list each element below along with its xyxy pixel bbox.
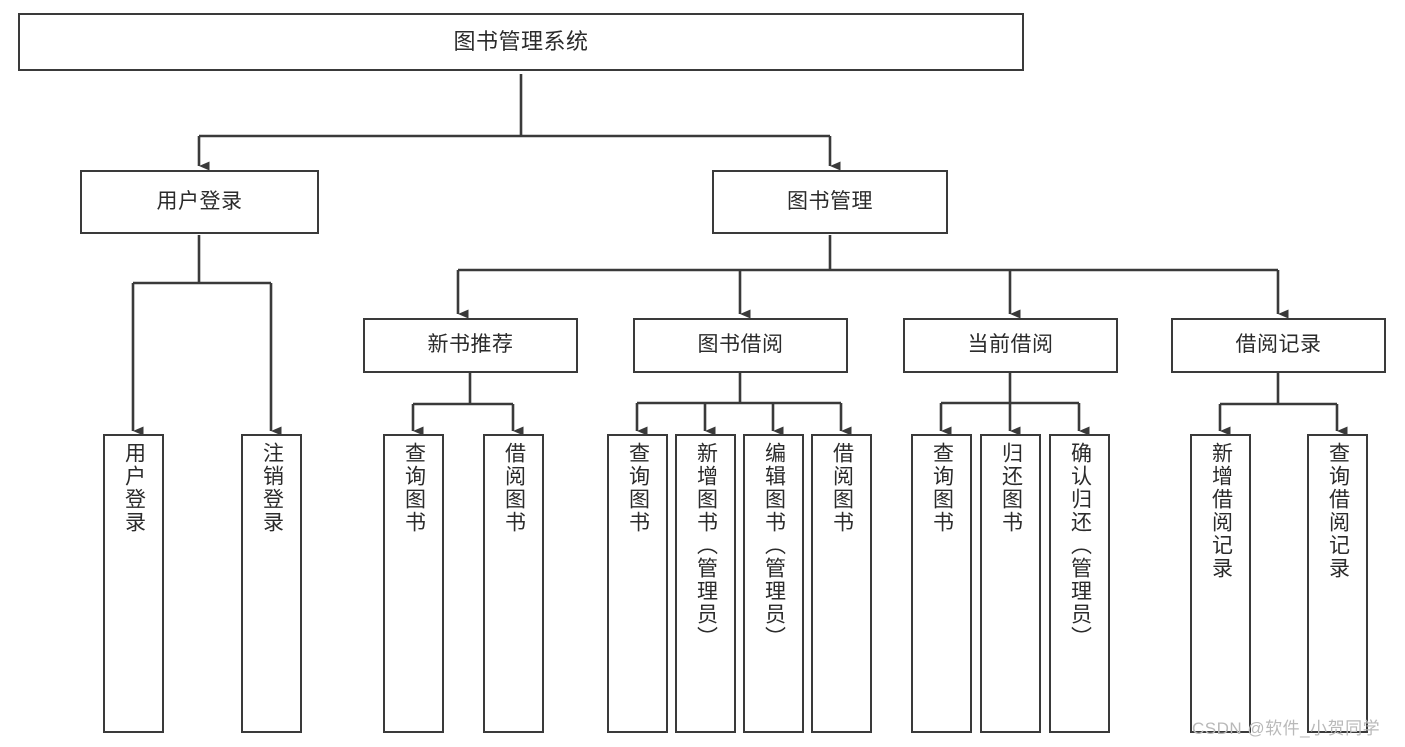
node-book-borrow[interactable]: 图书借阅: [633, 318, 848, 373]
leaf-query-book-recommend[interactable]: 查询图书: [383, 434, 444, 733]
leaf-add-book-admin[interactable]: 新增图书（管理员）: [675, 434, 736, 733]
node-label: 归还图书: [999, 442, 1023, 534]
node-current-borrow[interactable]: 当前借阅: [903, 318, 1118, 373]
leaf-query-borrow-record[interactable]: 查询借阅记录: [1307, 434, 1368, 733]
node-label: 查询图书: [626, 442, 650, 534]
node-label: 查询借阅记录: [1326, 442, 1350, 580]
leaf-borrow-book-recommend[interactable]: 借阅图书: [483, 434, 544, 733]
leaf-confirm-return-admin[interactable]: 确认归还（管理员）: [1049, 434, 1110, 733]
node-label: 编辑图书（管理员）: [762, 442, 786, 649]
node-label: 当前借阅: [967, 333, 1054, 357]
node-borrow-record[interactable]: 借阅记录: [1171, 318, 1386, 373]
node-new-book-recommend[interactable]: 新书推荐: [363, 318, 578, 373]
node-book-manage[interactable]: 图书管理: [712, 170, 948, 234]
node-label: 注销登录: [260, 442, 284, 534]
node-root-book-management-system[interactable]: 图书管理系统: [18, 13, 1024, 71]
leaf-user-login[interactable]: 用户登录: [103, 434, 164, 733]
leaf-query-book-current[interactable]: 查询图书: [911, 434, 972, 733]
node-label: 借阅记录: [1235, 333, 1322, 357]
node-label: 用户登录: [156, 189, 243, 213]
node-label: 借阅图书: [502, 442, 526, 534]
node-label: 新增图书（管理员）: [694, 442, 718, 649]
leaf-add-borrow-record[interactable]: 新增借阅记录: [1190, 434, 1251, 733]
leaf-return-book[interactable]: 归还图书: [980, 434, 1041, 733]
leaf-logout[interactable]: 注销登录: [241, 434, 302, 733]
node-label: 新增借阅记录: [1209, 442, 1233, 580]
node-label: 查询图书: [930, 442, 954, 534]
node-label: 图书管理: [787, 189, 873, 213]
node-label: 用户登录: [122, 442, 146, 534]
node-user-login[interactable]: 用户登录: [80, 170, 319, 234]
node-label: 图书借阅: [697, 333, 784, 357]
leaf-edit-book-admin[interactable]: 编辑图书（管理员）: [743, 434, 804, 733]
node-label: 查询图书: [402, 442, 426, 534]
leaf-query-book-borrow[interactable]: 查询图书: [607, 434, 668, 733]
node-label: 图书管理系统: [453, 29, 589, 55]
node-label: 新书推荐: [427, 333, 514, 357]
watermark-text: CSDN @软件_小贺同学: [1192, 719, 1381, 738]
node-label: 借阅图书: [830, 442, 854, 534]
leaf-borrow-book[interactable]: 借阅图书: [811, 434, 872, 733]
node-label: 确认归还（管理员）: [1068, 442, 1092, 649]
